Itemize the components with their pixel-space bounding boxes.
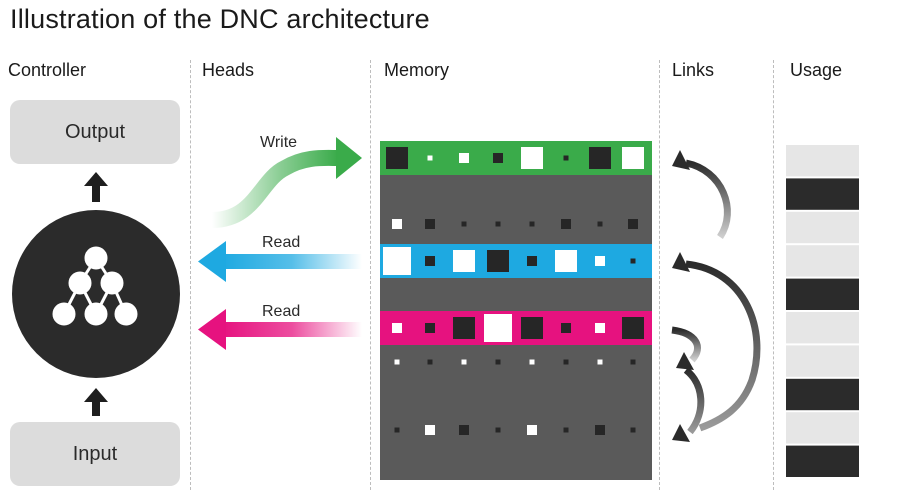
input-box: Input <box>10 422 180 486</box>
link-arrow-icon <box>685 159 731 239</box>
memory-cell <box>521 317 543 339</box>
network-icon <box>52 246 138 326</box>
link-arrow-icon <box>683 367 705 435</box>
memory-cell <box>597 359 603 365</box>
memory-cell <box>529 359 535 365</box>
page-title: Illustration of the DNC architecture <box>10 4 430 34</box>
usage-cell <box>786 245 859 277</box>
memory-cell <box>589 147 611 169</box>
column-divider <box>659 60 660 490</box>
read-label: Read <box>262 234 301 251</box>
column-header-memory: Memory <box>384 60 450 80</box>
memory-cell <box>595 256 605 266</box>
usage-cell <box>786 211 859 244</box>
memory-cell <box>561 219 571 229</box>
memory-cell <box>595 425 605 435</box>
memory-cell <box>630 427 636 433</box>
read-arrow-icon <box>198 309 362 350</box>
memory-cell <box>495 427 501 433</box>
input-label: Input <box>72 442 118 465</box>
memory-cell <box>425 219 435 229</box>
column-header-links: Links <box>672 60 715 80</box>
memory-cell <box>555 250 577 272</box>
memory-cell <box>563 155 569 161</box>
memory-cell <box>427 155 433 161</box>
usage-cell <box>786 312 859 344</box>
memory-cell <box>527 256 537 266</box>
column-header-heads: Heads <box>202 60 255 80</box>
memory-cell <box>563 359 569 365</box>
memory-row-highlight <box>380 244 652 278</box>
usage-cell <box>786 345 859 377</box>
memory-cell <box>392 323 402 333</box>
output-box: Output <box>10 100 180 164</box>
memory-cell <box>630 258 636 264</box>
memory-cell <box>597 221 603 227</box>
write-arrow-icon <box>211 137 362 228</box>
link-arrow-icon <box>685 260 761 432</box>
memory-cell <box>383 247 411 275</box>
memory-cell <box>392 219 402 229</box>
link-arrows <box>671 150 761 442</box>
usage-cell <box>786 178 859 210</box>
memory-cell <box>453 317 475 339</box>
memory-cell <box>630 359 636 365</box>
memory-cell <box>495 359 501 365</box>
usage-cell <box>786 145 859 177</box>
memory-cell <box>495 221 501 227</box>
memory-cell <box>527 425 537 435</box>
arrow-up-icon <box>84 172 108 202</box>
memory-cell <box>622 147 644 169</box>
memory-row-highlight <box>380 311 652 345</box>
write-label: Write <box>260 134 298 151</box>
memory-rows <box>380 141 652 435</box>
memory-cell <box>394 427 400 433</box>
usage-cell <box>786 445 859 477</box>
memory-cell <box>487 250 509 272</box>
read-label: Read <box>262 303 301 320</box>
memory-cell <box>461 221 467 227</box>
usage-column <box>786 145 859 477</box>
memory-cell <box>561 323 571 333</box>
memory-cell <box>529 221 535 227</box>
memory-cell <box>394 359 400 365</box>
memory-cell <box>628 219 638 229</box>
column-divider <box>190 60 191 490</box>
memory-cell <box>427 359 433 365</box>
memory-cell <box>425 323 435 333</box>
memory-cell <box>459 153 469 163</box>
memory-cell <box>386 147 408 169</box>
memory-cell <box>493 153 503 163</box>
memory-cell <box>521 147 543 169</box>
arrow-up-icon <box>84 388 108 416</box>
column-header-usage: Usage <box>790 60 843 80</box>
memory-cell <box>622 317 644 339</box>
controller-circle <box>12 210 180 378</box>
column-header-controller: Controller <box>8 60 87 80</box>
usage-cell <box>786 378 859 411</box>
memory-cell <box>595 323 605 333</box>
read-arrow-icon <box>198 241 362 282</box>
column-divider <box>773 60 774 490</box>
memory-cell <box>425 425 435 435</box>
usage-cell <box>786 278 859 310</box>
memory-row-highlight <box>380 141 652 175</box>
memory-cell <box>459 425 469 435</box>
memory-cell <box>563 427 569 433</box>
memory-cell <box>461 359 467 365</box>
memory-cell <box>484 314 512 342</box>
memory-cell <box>453 250 475 272</box>
link-arrow-icon <box>671 326 701 363</box>
memory-cell <box>425 256 435 266</box>
output-label: Output <box>64 120 126 143</box>
usage-cell <box>786 412 859 444</box>
column-divider <box>370 60 371 490</box>
